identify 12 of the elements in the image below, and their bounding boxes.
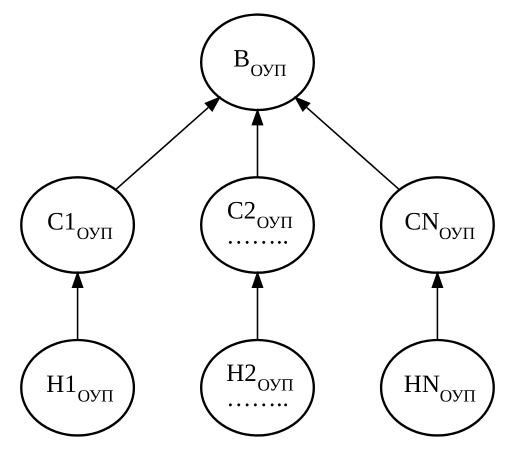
node-ellipse: С1$_{ОУП}$: [20, 176, 135, 274]
arrow: [114, 96, 221, 190]
arrow: [430, 270, 443, 340]
arrow: [250, 108, 264, 178]
node-ellipse: СN$_{ОУП}$: [379, 176, 494, 274]
arrow: [250, 270, 264, 340]
node-ellipse: Н1$_{ОУП}$: [20, 338, 135, 437]
arrow: [293, 96, 400, 190]
node-ellipse: НN$_{ОУП}$: [379, 338, 494, 437]
arrow: [71, 270, 84, 340]
node-ellipse: С2$_{ОУП}$ ……..: [200, 176, 314, 274]
node-ellipse: Н2$_{ОУП}$ ……..: [200, 338, 314, 437]
